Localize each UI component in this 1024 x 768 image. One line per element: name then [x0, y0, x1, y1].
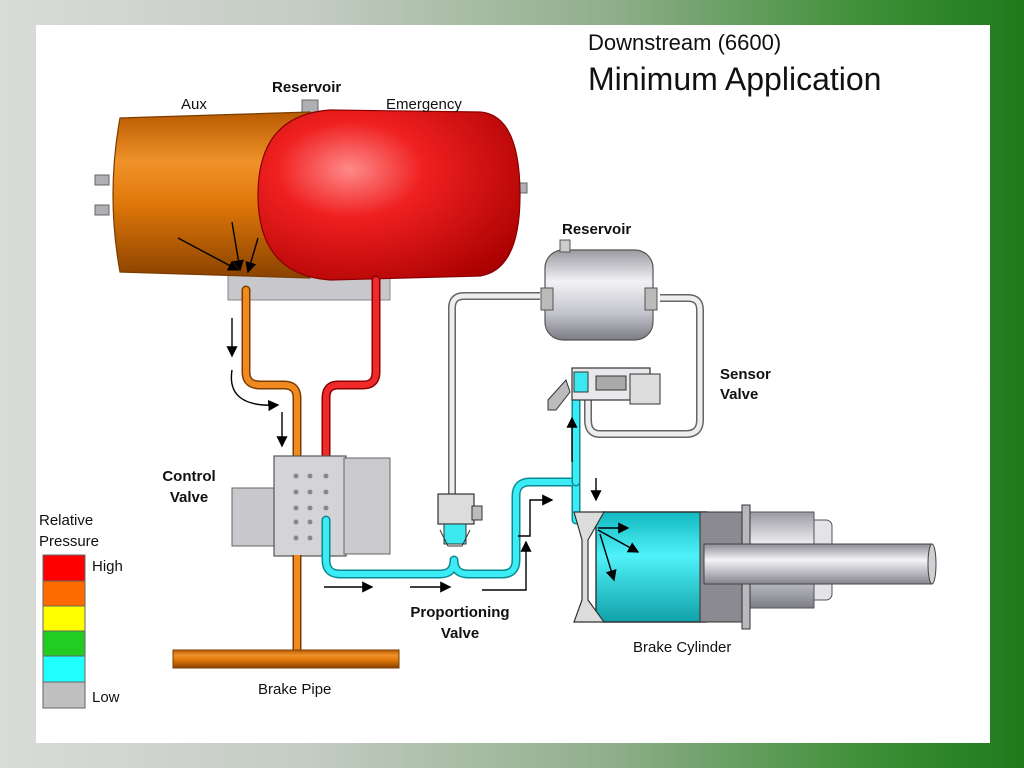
reservoir-gray-pipes	[448, 292, 704, 500]
label-sensor-valve-1: Sensor	[720, 366, 771, 383]
legend-swatch-green	[42, 630, 86, 657]
label-aux: Aux	[181, 96, 207, 113]
control-valve	[231, 455, 391, 557]
main-reservoir	[94, 99, 528, 301]
label-emergency: Emergency	[386, 96, 462, 113]
cylinder-arrows	[324, 416, 602, 593]
proportioning-valve	[437, 493, 483, 547]
control-inflow-arrows	[226, 318, 288, 448]
reservoir-pipes	[241, 275, 381, 467]
legend-swatch-red	[42, 554, 86, 582]
sensor-valve	[547, 367, 661, 411]
cylinder-pressure-arrows	[597, 522, 640, 582]
legend-swatch-yellow	[42, 605, 86, 632]
label-proportioning-valve-2: Valve	[440, 625, 480, 642]
pressure-legend	[42, 554, 86, 709]
label-brake-cylinder: Brake Cylinder	[633, 639, 732, 656]
label-sensor-valve-2: Valve	[720, 386, 759, 403]
aux-inflow-arrows	[177, 221, 259, 274]
legend-title-1: Relative	[39, 512, 94, 529]
title-line2: Minimum Application	[588, 61, 882, 97]
brake-cylinder-pipe	[321, 387, 601, 579]
small-reservoir	[540, 239, 658, 341]
label-proportioning-valve-1: Proportioning	[410, 604, 510, 621]
aux-tank	[112, 111, 311, 279]
label-control-valve-1: Control	[162, 468, 216, 485]
legend-low: Low	[92, 689, 120, 706]
legend-swatch-cyan	[42, 655, 86, 683]
label-brake-pipe: Brake Pipe	[258, 681, 332, 698]
title-line1: Downstream (6600)	[588, 30, 782, 55]
emergency-tank	[257, 109, 521, 281]
brake-cylinder	[573, 504, 937, 630]
legend-title-2: Pressure	[39, 533, 100, 550]
label-reservoir-small: Reservoir	[562, 221, 632, 238]
brake-pipe	[172, 555, 400, 669]
label-control-valve-2: Valve	[169, 489, 209, 506]
label-reservoir-main: Reservoir	[272, 79, 342, 96]
legend-swatch-orange	[42, 580, 86, 607]
legend-swatch-gray	[42, 681, 86, 709]
legend-high: High	[92, 558, 123, 575]
